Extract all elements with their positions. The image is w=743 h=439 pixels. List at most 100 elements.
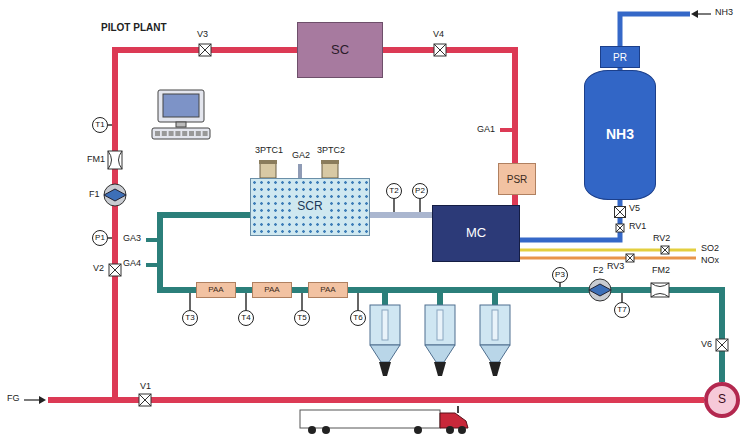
temperature-gauge: T2 [386, 183, 402, 199]
title-label: PILOT PLANT [100, 22, 168, 33]
process-box: PAA [252, 282, 292, 298]
node-label: T5 [297, 314, 306, 323]
flow-meter [651, 283, 669, 297]
part-label: FG [6, 394, 21, 404]
cyclone-cone [370, 345, 400, 362]
sampling-port [146, 263, 157, 267]
node-label: T4 [241, 314, 250, 323]
truck-exhaust [457, 406, 459, 413]
node-label: T3 [185, 314, 194, 323]
keyboard-key [203, 131, 208, 136]
node-label: P2 [415, 187, 425, 196]
ammonia-tank: NH3 [584, 70, 656, 200]
mixing-chamber: MC [432, 205, 520, 262]
pipe-connector [520, 200, 620, 240]
valve-symbol [109, 264, 121, 276]
node-label: PAA [264, 286, 279, 295]
node-label: T7 [617, 306, 626, 315]
truck-wheel [458, 426, 466, 434]
part-label: 3PTC2 [316, 146, 346, 156]
part-label: FM2 [651, 266, 671, 276]
instrument-stub [245, 293, 247, 310]
arrow-head [691, 10, 698, 18]
computer-screen [163, 94, 199, 117]
part-label: V1 [139, 382, 152, 392]
part-label: V4 [432, 30, 445, 40]
instrument-stub [393, 199, 395, 212]
instrument-stub [357, 293, 359, 310]
discharge-valve [379, 362, 391, 376]
node-label: PR [613, 52, 627, 63]
node-label: PAA [320, 286, 335, 295]
probe-head [260, 163, 276, 178]
part-label: GA3 [122, 234, 142, 244]
valve-symbol [615, 207, 626, 218]
probe-cap [259, 160, 277, 164]
temperature-gauge: T5 [294, 310, 310, 326]
valve-symbol [615, 207, 626, 218]
process-box: PSR [498, 163, 536, 195]
flow-meter [108, 151, 122, 169]
part-label: F2 [592, 266, 605, 276]
nox-line [520, 257, 696, 260]
cyclone-window [492, 310, 498, 340]
part-label: GA2 [291, 151, 311, 161]
instrument-stub [419, 199, 421, 212]
flow-meter [651, 283, 669, 297]
part-label: V6 [700, 340, 713, 350]
temperature-gauge: T1 [92, 117, 108, 133]
node-label: P3 [555, 271, 565, 280]
pipe-connector [370, 212, 432, 218]
keyboard-key [189, 131, 194, 136]
instrument-stub [108, 237, 112, 239]
fan-blade [104, 189, 126, 201]
discharge-valve [434, 362, 446, 376]
cyclone-cone [425, 345, 455, 362]
arrow-head [39, 396, 46, 404]
node-label: MC [466, 226, 486, 240]
keyboard-key [162, 131, 167, 136]
node-label: PSR [507, 174, 528, 185]
pipe-connector [160, 215, 250, 290]
part-label: GA1 [476, 125, 496, 135]
fan-blade [589, 284, 611, 296]
node-label: SC [331, 43, 349, 57]
part-label: FM1 [86, 155, 106, 165]
flow-meter [108, 151, 122, 169]
cyclone-cone [480, 345, 510, 362]
truck-wheel [414, 426, 422, 434]
sampling-port [500, 128, 512, 132]
fan-symbol [589, 279, 611, 301]
truck-wheel [322, 426, 330, 434]
pipe-connector [512, 195, 518, 205]
relief-valve [626, 254, 634, 262]
keyboard-key [196, 131, 201, 136]
ammonia-pipe [620, 14, 690, 46]
node-label: PAA [208, 286, 223, 295]
pressure-gauge: P1 [92, 230, 108, 246]
part-label: NH3 [714, 8, 734, 18]
keyboard-key [155, 131, 160, 136]
truck-wheel [308, 426, 316, 434]
fan-symbol [104, 184, 126, 206]
temperature-gauge: T6 [350, 310, 366, 326]
sampling-port [298, 164, 302, 178]
keyboard-key [175, 131, 180, 136]
instrument-stub [108, 124, 112, 126]
valve-symbol [199, 44, 211, 56]
process-box: PAA [196, 282, 236, 298]
stack-circle: S [704, 382, 740, 418]
keyboard-key [182, 131, 187, 136]
pipe-connector [383, 50, 515, 163]
flue-gas-pipe [48, 397, 115, 403]
process-box: PAA [308, 282, 348, 298]
valve-symbol [139, 394, 151, 406]
instrument-stub [559, 283, 561, 287]
instrument-stub [189, 293, 191, 310]
part-label: V2 [92, 264, 105, 274]
valve-symbol [716, 339, 728, 351]
node-label: SCR [294, 200, 325, 213]
relief-valve [616, 224, 624, 232]
node-label: T2 [389, 187, 398, 196]
part-label: F1 [88, 190, 101, 200]
